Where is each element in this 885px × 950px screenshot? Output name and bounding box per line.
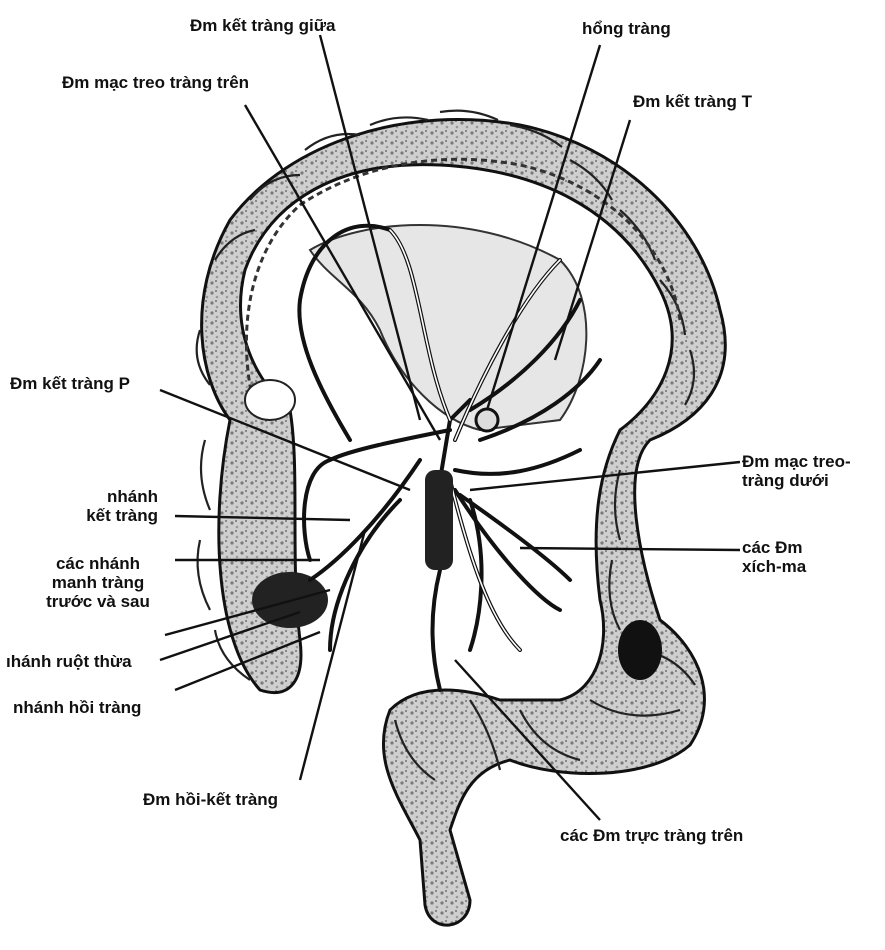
label-cac-dm-truc-trang-tren: các Đm trực tràng trên — [560, 826, 743, 845]
label-line: các Đm — [742, 538, 806, 557]
aorta — [425, 470, 453, 570]
label-nhanh-hoi-trang: nhánh hồi tràng — [13, 698, 141, 717]
label-hong-trang: hổng tràng — [582, 19, 671, 38]
label-line: các nhánh — [18, 554, 178, 573]
mesentery — [310, 225, 586, 430]
label-dm-mac-treo-trang-duoi: Đm mạc treo- tràng dưới — [742, 452, 851, 490]
label-dm-ket-trang-p: Đm kết tràng P — [10, 374, 130, 393]
label-line: trước và sau — [18, 592, 178, 611]
label-line: Đm mạc treo- — [742, 452, 851, 471]
label-dm-ket-trang-t: Đm kết tràng T — [633, 92, 752, 111]
label-cac-dm-xich-ma: các Đm xích-ma — [742, 538, 806, 576]
label-cac-nhanh-manh-trang: các nhánh manh tràng trước và sau — [18, 554, 178, 611]
jejunum-stub — [476, 409, 498, 431]
label-line: kết tràng — [48, 506, 158, 525]
label-dm-mac-treo-trang-tren: Đm mạc treo tràng trên — [62, 73, 249, 92]
label-dm-hoi-ket-trang: Đm hồi-kết tràng — [143, 790, 278, 809]
label-line: tràng dưới — [742, 471, 851, 490]
label-line: nhánh — [48, 487, 158, 506]
label-dm-ket-trang-giua: Đm kết tràng giữa — [190, 16, 336, 35]
label-nhanh-ket-trang: nhánh kết tràng — [48, 487, 158, 525]
label-line: xích-ma — [742, 557, 806, 576]
label-line: manh tràng — [18, 573, 178, 592]
label-nhanh-ruot-thua: ıhánh ruột thừa — [6, 652, 132, 671]
